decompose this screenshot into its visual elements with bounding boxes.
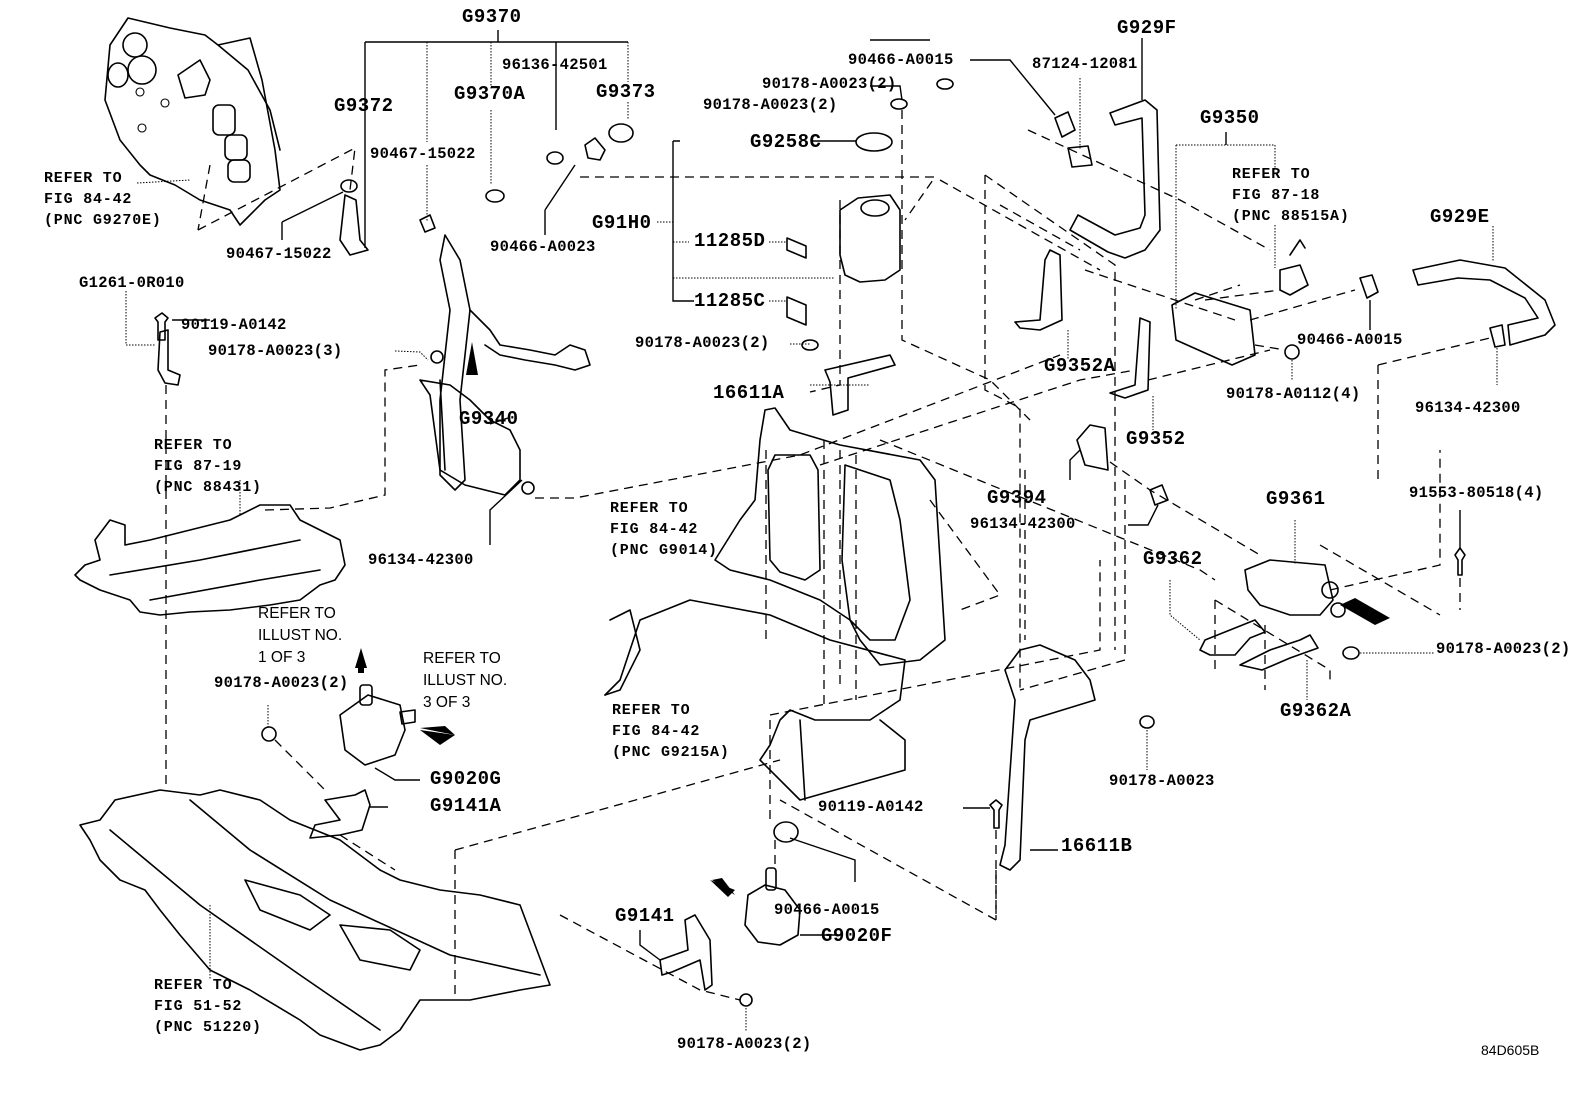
callout-90178-A0112-4: 90178-A0112(4) (1226, 385, 1361, 403)
callout-90178-A0023-2-bottom: 90178-A0023(2) (677, 1035, 812, 1053)
callout-90178-A0023-2-c: 90178-A0023(2) (635, 334, 770, 352)
illustration-code: 84D605B (1481, 1042, 1540, 1058)
callout-90178-A0023-2-right: 90178-A0023(2) (1436, 640, 1571, 658)
coolant-reservoir-drawing (786, 132, 901, 326)
callout-90467-15022-hose: 90467-15022 (226, 245, 332, 263)
callout-90466-A0015-bottom: 90466-A0015 (774, 901, 880, 919)
transaxle-cover-drawing (104, 17, 281, 226)
reference-fig-87-19: REFER TO FIG 87-19 (PNC 88431) (154, 437, 262, 496)
reference-illust-3-of-3: REFER TO ILLUST NO. 3 OF 3 (423, 650, 508, 711)
reference-fig-84-42-g9215a: REFER TO FIG 84-42 (PNC G9215A) (612, 702, 730, 761)
callout-90178-A0023-3: 90178-A0023(3) (208, 342, 343, 360)
callout-g9258c: G9258C (750, 131, 822, 153)
reference-fig-51-52: REFER TO FIG 51-52 (PNC 51220) (154, 977, 262, 1036)
callout-g9020f: G9020F (821, 925, 893, 947)
callout-g91h0: G91H0 (592, 212, 652, 234)
cross-member-drawing (79, 789, 551, 1051)
callout-g9362a: G9362A (1280, 700, 1352, 722)
callout-96134-42300-right: 96134-42300 (1415, 399, 1521, 417)
callout-11285d: 11285D (694, 230, 766, 252)
reference-illust-1-of-3: REFER TO ILLUST NO. 1 OF 3 (258, 605, 343, 666)
callout-90467-15022-top: 90467-15022 (370, 145, 476, 163)
callout-g9394: G9394 (987, 487, 1047, 509)
reference-fig-87-18: REFER TO FIG 87-18 (PNC 88515A) (1232, 166, 1350, 225)
callout-g9370a: G9370A (454, 83, 526, 105)
callout-g9362: G9362 (1143, 548, 1203, 570)
radiator-frame-drawing (714, 407, 946, 666)
callout-16611b: 16611B (1061, 835, 1133, 857)
callout-90178-A0023-2-b: 90178-A0023(2) (703, 96, 838, 114)
callout-g9352: G9352 (1126, 428, 1186, 450)
callout-90178-A0023-2-pump: 90178-A0023(2) (214, 674, 349, 692)
callout-90178-A0023-2-a: 90178-A0023(2) (762, 75, 897, 93)
callout-g9372: G9372 (334, 95, 394, 117)
callout-g929f: G929F (1117, 17, 1177, 39)
callout-g9373: G9373 (596, 81, 656, 103)
callout-90119-A0142-mid: 90119-A0142 (818, 798, 924, 816)
callout-g9141: G9141 (615, 905, 675, 927)
callout-90466-A0015-right: 90466-A0015 (1297, 331, 1403, 349)
callout-96136-42501: 96136-42501 (502, 56, 608, 74)
support-member-drawing (604, 599, 906, 801)
callout-g9340: G9340 (459, 408, 519, 430)
callout-96134-42300-mid: 96134-42300 (970, 515, 1076, 533)
reference-fig-84-42-g9270e: REFER TO FIG 84-42 (PNC G9270E) (44, 170, 162, 229)
callout-g9141a: G9141A (430, 795, 502, 817)
callout-90119-A0142-left: 90119-A0142 (181, 316, 287, 334)
callout-96134-42300-left: 96134-42300 (368, 551, 474, 569)
callout-g9020g: G9020G (430, 768, 502, 790)
battery-tray-drawing (74, 504, 346, 616)
callout-g9370: G9370 (462, 6, 522, 28)
callout-16611a: 16611A (713, 382, 785, 404)
reference-fig-84-42-g9014: REFER TO FIG 84-42 (PNC G9014) (610, 500, 718, 559)
callout-g9350: G9350 (1200, 107, 1260, 129)
callout-90178-A0023: 90178-A0023 (1109, 772, 1215, 790)
callout-11285c: 11285C (694, 290, 766, 312)
callout-91553-80518-4: 91553-80518(4) (1409, 484, 1544, 502)
inverter-pump-drawing (419, 234, 591, 496)
callout-g9361: G9361 (1266, 488, 1326, 510)
callout-g9352a: G9352A (1044, 355, 1116, 377)
callout-g1261-0r010: G1261-0R010 (79, 274, 185, 292)
callout-g929e: G929E (1430, 206, 1490, 228)
callout-87124-12081: 87124-12081 (1032, 55, 1138, 73)
callout-90466-A0015-top: 90466-A0015 (848, 51, 954, 69)
callout-90466-A0023: 90466-A0023 (490, 238, 596, 256)
